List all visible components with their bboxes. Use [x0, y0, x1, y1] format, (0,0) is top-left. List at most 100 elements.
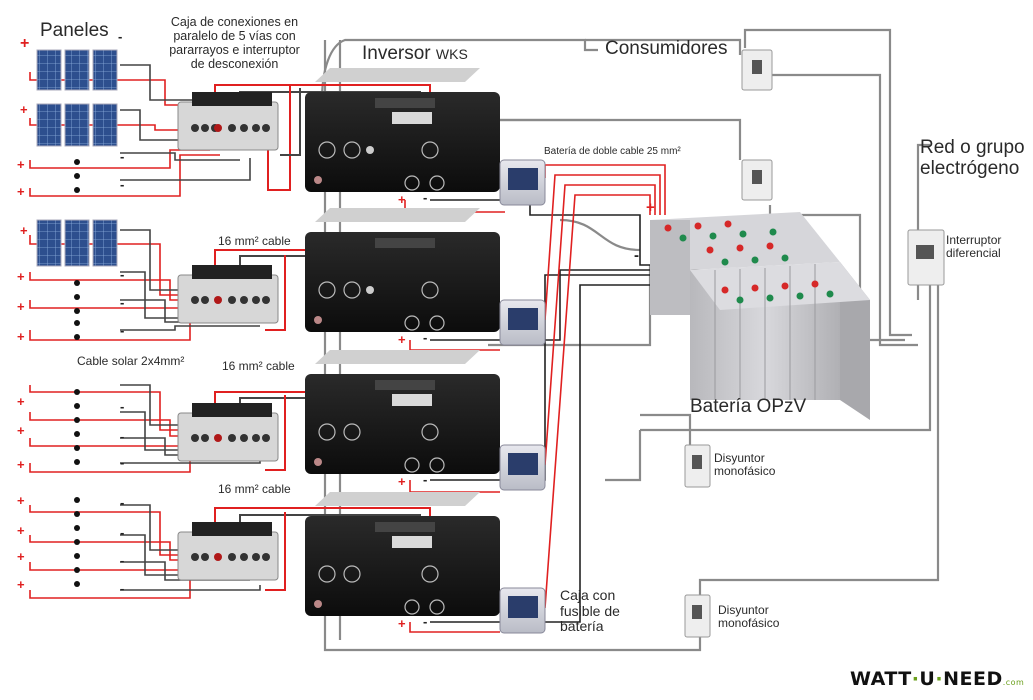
- breaker: [907, 229, 945, 286]
- fuse-line-1: Caja con: [560, 587, 616, 603]
- positive-marker: +: [17, 157, 25, 172]
- solar-panel: [92, 103, 118, 147]
- positive-marker: +: [17, 457, 25, 472]
- battery-negative-marker: -: [634, 247, 639, 264]
- negative-marker: -: [120, 525, 125, 540]
- positive-marker: +: [398, 192, 406, 207]
- positive-marker: +: [17, 329, 25, 344]
- combiner-line-2: paralelo de 5 vías con: [173, 29, 296, 43]
- consumers-label: Consumidores: [605, 38, 728, 59]
- combiner-box: [177, 403, 279, 462]
- positive-marker: +: [17, 423, 25, 438]
- positive-marker: +: [20, 102, 28, 117]
- brand-part-1: WATT: [850, 668, 912, 690]
- negative-marker: -: [423, 190, 428, 205]
- fuse-box-label: Caja con fusible de batería: [560, 587, 620, 635]
- positive-marker: +: [17, 299, 25, 314]
- diff-line-1: Interruptor: [946, 233, 1002, 247]
- negative-marker: -: [120, 295, 125, 310]
- breaker-label: Disyuntor monofásico: [714, 451, 776, 479]
- positive-marker: +: [17, 269, 25, 284]
- positive-marker: +: [20, 35, 30, 52]
- fuse-line-3: batería: [560, 618, 604, 635]
- differential-switch-label: Interruptor diferencial: [946, 233, 1002, 261]
- negative-marker: -: [120, 399, 125, 414]
- negative-marker: -: [120, 149, 125, 164]
- negative-marker: -: [120, 553, 125, 568]
- solar-panel: [64, 49, 90, 91]
- breaker-icon: [684, 49, 945, 638]
- fuse-box: [499, 299, 546, 346]
- breaker: [741, 159, 773, 201]
- cable-16-label: 16 mm² cable: [218, 482, 291, 496]
- negative-marker: -: [118, 29, 123, 44]
- fuse-box-icon: [499, 159, 546, 634]
- brand-suffix: .com: [1002, 678, 1025, 687]
- breaker-2-line-1: Disyuntor: [718, 603, 769, 617]
- solar-panel: [92, 49, 118, 91]
- combiner-box: [177, 92, 279, 151]
- negative-marker: -: [423, 614, 428, 629]
- battery-positive-marker: +: [646, 199, 655, 216]
- breaker-1-line-1: Disyuntor: [714, 451, 765, 465]
- brand-part-2: U: [919, 668, 936, 690]
- breaker-label: Disyuntor monofásico: [718, 603, 779, 631]
- more-panels-dots: [74, 159, 80, 587]
- fuse-line-2: fusible de: [560, 602, 620, 619]
- panels-label: Paneles: [40, 20, 109, 41]
- solar-panel: [64, 219, 90, 267]
- solar-panel: [36, 219, 62, 267]
- combiner-line-4: de desconexión: [190, 57, 279, 71]
- inverter: [305, 208, 500, 332]
- solar-panel: [36, 103, 62, 147]
- negative-marker: -: [423, 330, 428, 345]
- negative-marker: -: [120, 455, 125, 470]
- inverter: [305, 492, 500, 616]
- solar-cable-label: Cable solar 2x4mm²: [77, 354, 185, 368]
- fuse-box: [499, 587, 546, 634]
- battery-icon: [650, 212, 870, 420]
- battery-bank: [650, 212, 870, 420]
- grid-label: Red o grupo electrógeno: [920, 137, 1025, 180]
- positive-marker: +: [17, 523, 25, 538]
- positive-marker: +: [20, 223, 28, 238]
- fuse-box: [499, 159, 546, 206]
- diff-line-2: diferencial: [946, 246, 1001, 261]
- positive-marker: +: [398, 332, 406, 347]
- positive-marker: +: [17, 577, 25, 592]
- inverter-title: Inversor WKS: [362, 43, 468, 64]
- negative-marker: -: [423, 472, 428, 487]
- breaker: [684, 594, 711, 638]
- combiner-box-icon: [177, 92, 279, 581]
- fuse-box: [499, 444, 546, 491]
- inverter: [305, 68, 500, 192]
- positive-marker: +: [17, 394, 25, 409]
- negative-marker: -: [120, 429, 125, 444]
- cable-16-label: 16 mm² cable: [218, 234, 291, 248]
- negative-marker: -: [120, 267, 125, 282]
- negative-marker: -: [120, 177, 125, 192]
- combiner-box: [177, 265, 279, 324]
- inverter-title-main: Inversor: [362, 43, 431, 64]
- positive-marker: +: [398, 616, 406, 631]
- breaker-1-line-2: monofásico: [714, 464, 776, 479]
- solar-panel: [92, 219, 118, 267]
- combiner-line-3: pararrayos e interruptor: [169, 43, 300, 57]
- combiner-box: [177, 522, 279, 581]
- positive-marker: +: [17, 493, 25, 508]
- solar-panel: [36, 49, 62, 91]
- solar-panel: [64, 103, 90, 147]
- inverter-icon: [305, 68, 500, 616]
- negative-marker: -: [120, 495, 125, 510]
- battery-cable-label: Batería de doble cable 25 mm²: [544, 146, 681, 157]
- breaker: [741, 49, 773, 91]
- positive-marker: +: [17, 184, 25, 199]
- breaker: [684, 444, 711, 488]
- negative-marker: -: [120, 323, 125, 338]
- positive-marker: +: [398, 474, 406, 489]
- combiner-box-label: Caja de conexiones en paralelo de 5 vías…: [152, 15, 317, 71]
- cable-16-label: 16 mm² cable: [222, 359, 295, 373]
- inverter-title-model: WKS: [435, 46, 468, 62]
- grid-line-1: Red o grupo: [920, 137, 1025, 158]
